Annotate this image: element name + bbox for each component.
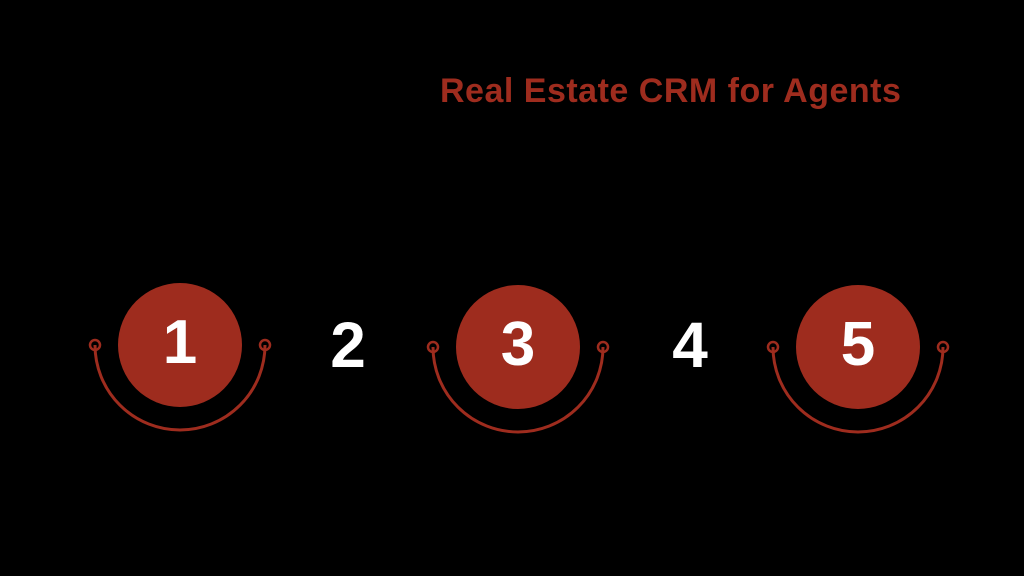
arc-icon	[766, 340, 950, 434]
step-number-2: 2	[330, 309, 366, 381]
step-3: 3	[423, 252, 613, 442]
step-circle: 5	[796, 285, 920, 409]
arc-icon	[426, 340, 610, 434]
step-number-4: 4	[672, 309, 708, 381]
step-circle: 1	[118, 283, 242, 407]
step-number: 5	[840, 310, 876, 379]
step-number: 1	[162, 308, 198, 377]
step-circle: 3	[456, 285, 580, 409]
page-title: Real Estate CRM for Agents	[440, 72, 902, 110]
step-5: 5	[763, 252, 953, 442]
step-number: 3	[500, 310, 536, 379]
arc-icon	[88, 338, 272, 432]
step-1: 1	[85, 250, 275, 440]
